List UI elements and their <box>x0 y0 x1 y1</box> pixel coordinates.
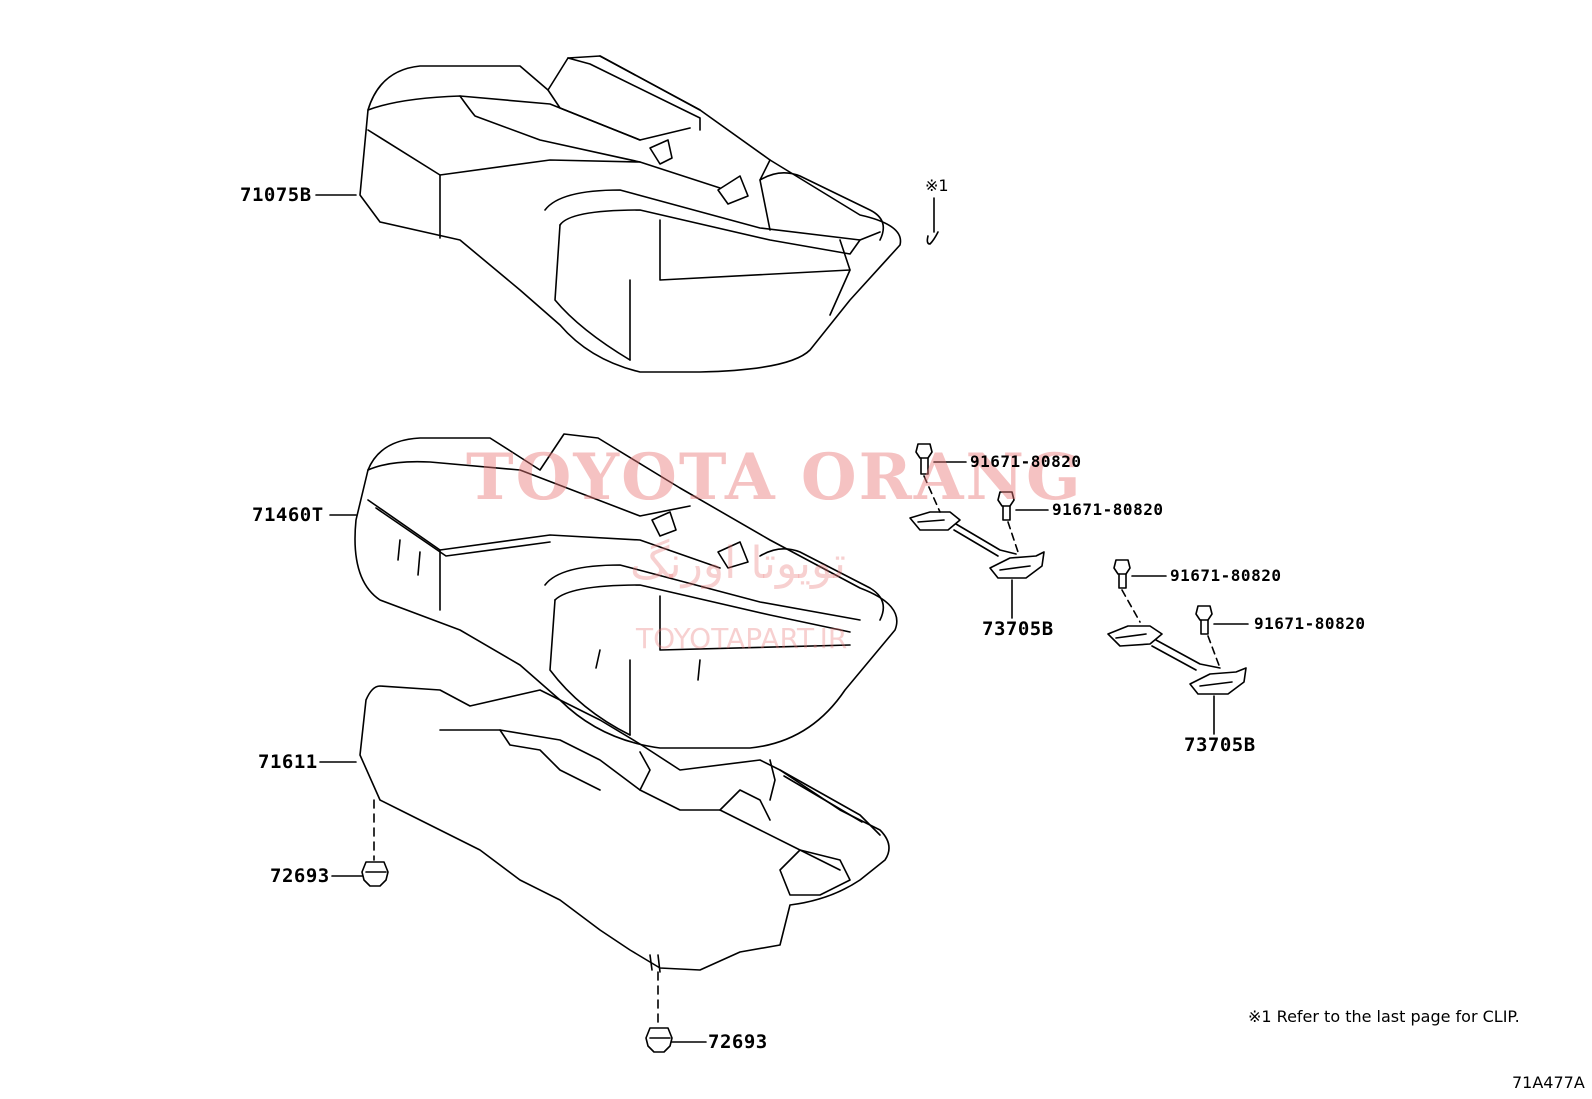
part-label-clip-bottom[interactable]: 72693 <box>708 1031 768 1053</box>
part-label-bolt-1[interactable]: 91671-80820 <box>970 452 1082 471</box>
part-label-pad[interactable]: 71611 <box>258 751 318 773</box>
part-label-clip-left[interactable]: 72693 <box>270 865 330 887</box>
seat-cover-lower <box>329 433 898 749</box>
clip-ref-mark: ※1 <box>925 176 949 195</box>
part-label-hook-2[interactable]: 73705B <box>1184 734 1256 756</box>
hook-assembly-1 <box>909 443 1049 619</box>
clip-left <box>331 799 389 887</box>
seat-pad <box>319 685 890 973</box>
clip-bottom <box>645 971 707 1053</box>
part-label-hook-1[interactable]: 73705B <box>982 618 1054 640</box>
seat-cover-upper <box>315 55 902 373</box>
clip-footnote: ※1 Refer to the last page for CLIP. <box>1248 1007 1520 1026</box>
clip-ref-indicator <box>926 197 939 245</box>
part-label-bolt-4[interactable]: 91671-80820 <box>1254 614 1366 633</box>
part-label-bolt-3[interactable]: 91671-80820 <box>1170 566 1282 585</box>
part-label-cover-top[interactable]: 71075B <box>240 184 312 206</box>
part-label-bolt-2[interactable]: 91671-80820 <box>1052 500 1164 519</box>
part-label-cover-bottom[interactable]: 71460T <box>252 504 324 526</box>
watermark-persian-text: تویوتا اورنگ <box>630 538 846 589</box>
watermark-url: TOYOTAPART.IR <box>636 622 848 655</box>
diagram-id: 71A477A <box>1512 1073 1585 1092</box>
hook-assembly-2 <box>1107 559 1249 735</box>
watermark-text: TOYOTA ORANG <box>466 440 1083 515</box>
